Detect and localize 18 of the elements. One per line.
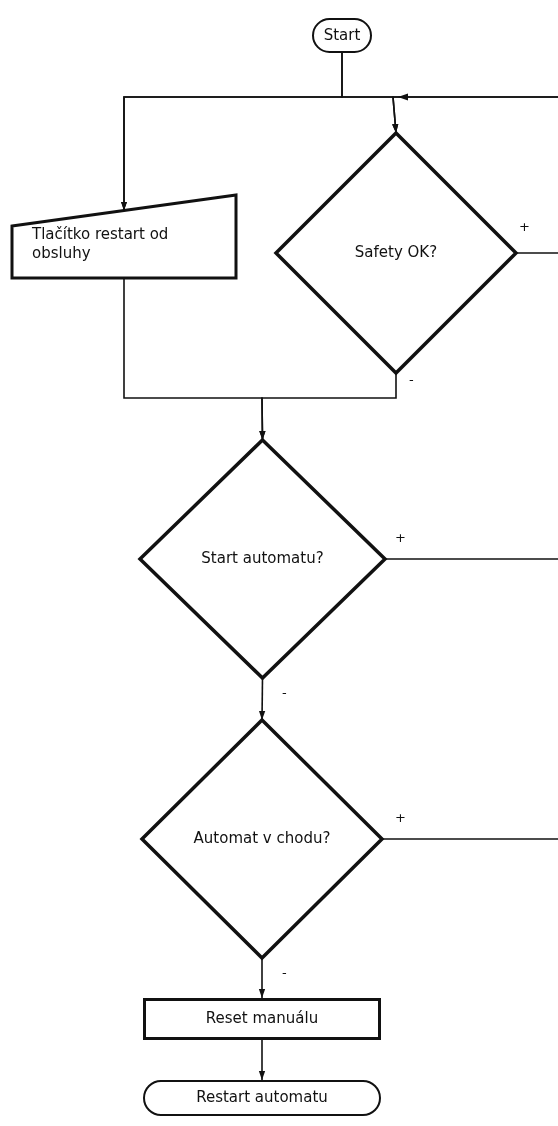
arrow — [259, 372, 397, 441]
node-text: Reset manuálu — [205, 1009, 319, 1029]
terminal-node — [312, 18, 372, 53]
edge-label: + — [394, 531, 407, 545]
node-text: Tlačítko restart od obsluhy — [32, 224, 170, 264]
node-text: Start automatu? — [201, 549, 324, 569]
arrow — [258, 957, 266, 999]
node-text: Safety OK? — [354, 243, 438, 263]
node-text: Automat v chodu? — [193, 829, 331, 849]
node-text: Start — [323, 25, 361, 46]
arrow — [392, 93, 558, 134]
arrow — [258, 677, 266, 721]
node-text: Restart automatu — [196, 1088, 328, 1108]
terminal-node — [143, 1080, 381, 1116]
arrow — [258, 1039, 266, 1081]
edge-label: + — [518, 220, 531, 234]
process-box — [143, 998, 381, 1040]
edge-label: + — [394, 811, 407, 825]
